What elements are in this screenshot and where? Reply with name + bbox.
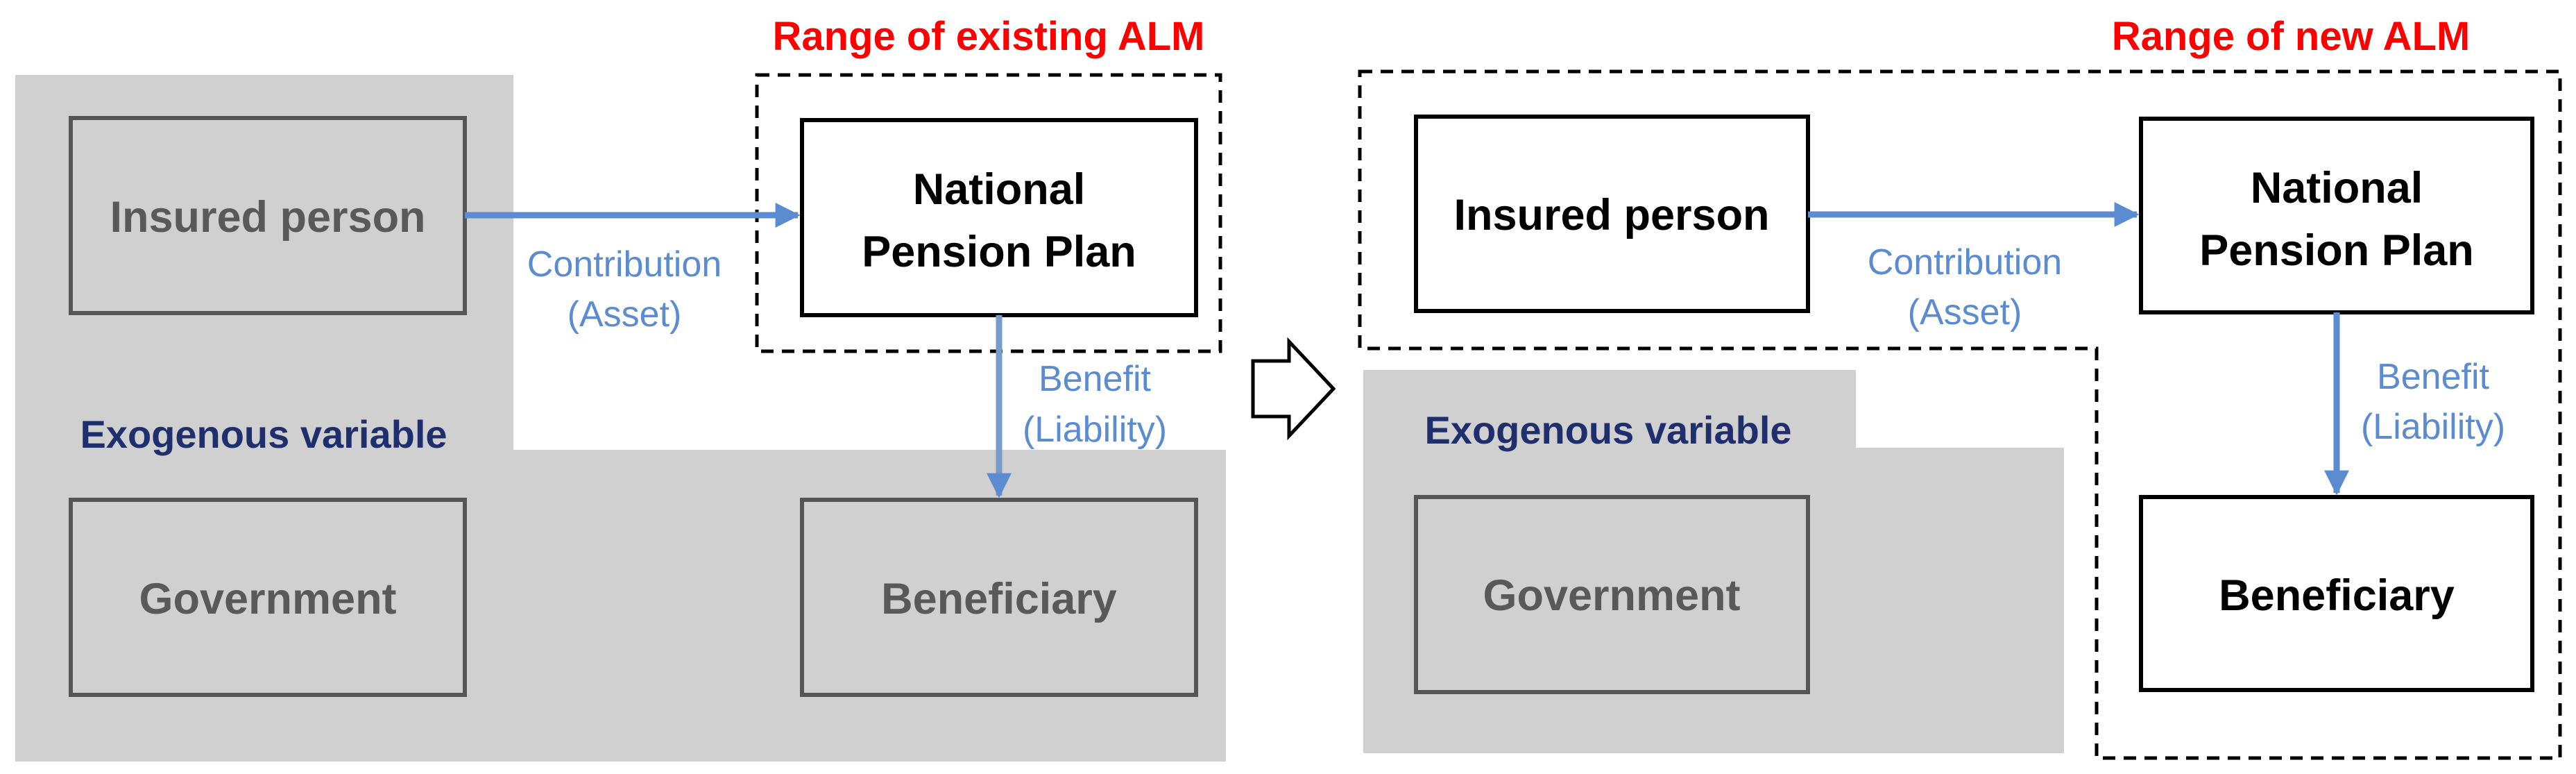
contribution-label-new-line2: (Asset) — [1908, 292, 2022, 333]
exogenous-variable-label-new: Exogenous variable — [1424, 408, 1791, 452]
national-pension-plan-label-new-line1: National — [2251, 164, 2423, 212]
insured-person-label-new: Insured person — [1453, 191, 1769, 239]
government-box-new — [1414, 495, 1810, 694]
government-label-new: Government — [1483, 571, 1740, 620]
government-label: Government — [139, 575, 396, 623]
national-pension-plan-label-line2: Pension Plan — [862, 228, 1136, 276]
beneficiary-label-new: Beneficiary — [2219, 571, 2455, 620]
national-pension-plan-box — [800, 118, 1198, 317]
contribution-label-line1: Contribution — [527, 244, 722, 285]
insured-person-label: Insured person — [110, 193, 425, 242]
contribution-label-line2: (Asset) — [568, 294, 682, 335]
benefit-label-line2: (Liability) — [1023, 410, 1167, 450]
new-alm-title: Range of new ALM — [2112, 14, 2471, 59]
right-arrow-outline-icon — [1251, 337, 1336, 441]
beneficiary-box — [800, 498, 1198, 697]
government-box — [69, 498, 467, 697]
beneficiary-label: Beneficiary — [881, 575, 1117, 623]
national-pension-plan-box-new — [2139, 117, 2534, 314]
exogenous-variable-label: Exogenous variable — [80, 412, 447, 456]
national-pension-plan-label-new-line2: Pension Plan — [2199, 226, 2474, 275]
benefit-label-new-line2: (Liability) — [2361, 407, 2505, 447]
contribution-label-new-line1: Contribution — [1868, 242, 2062, 283]
benefit-label-new-line1: Benefit — [2377, 357, 2489, 397]
beneficiary-box-new — [2139, 495, 2534, 692]
insured-person-box-new — [1414, 115, 1810, 313]
exogenous-region-new — [1363, 370, 2064, 753]
existing-alm-title: Range of existing ALM — [773, 14, 1205, 59]
national-pension-plan-label-line1: National — [913, 165, 1086, 214]
exogenous-region — [15, 75, 1226, 762]
benefit-label-line1: Benefit — [1039, 359, 1151, 399]
